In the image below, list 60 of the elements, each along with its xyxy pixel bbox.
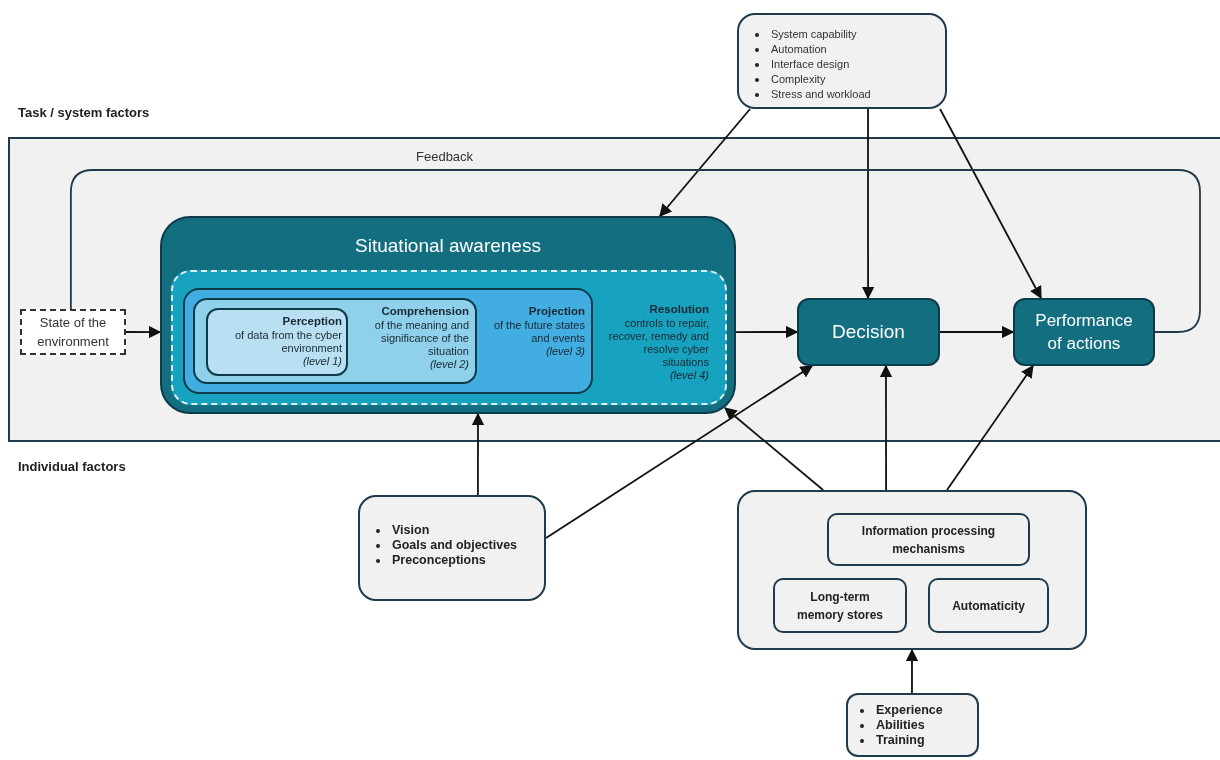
bullet-item: Vision xyxy=(392,523,430,538)
bullet-item: Automation xyxy=(771,42,827,57)
level-tag: (level 1) xyxy=(302,355,342,368)
level-tag: (level 2) xyxy=(429,358,469,371)
level-heading: Comprehension xyxy=(381,304,469,319)
bullet-item: Interface design xyxy=(771,57,850,72)
node-title: Situational awareness xyxy=(355,234,541,258)
process-box xyxy=(358,495,546,601)
level-heading: Resolution xyxy=(649,302,709,317)
node-label: Automaticity xyxy=(952,597,1025,615)
arrow xyxy=(735,325,799,339)
connector-line xyxy=(69,169,1201,333)
level-description: controls to repair, recover, remedy and resolve cyber situations xyxy=(607,317,709,369)
bullet-item: Goals and objectives xyxy=(392,538,518,553)
arrow xyxy=(125,325,162,339)
level-description: of data from the cyber environment xyxy=(234,329,342,355)
arrow xyxy=(905,648,919,694)
arrow xyxy=(939,325,1015,339)
arrow xyxy=(659,108,751,217)
node-label: Information processing mechanisms xyxy=(860,522,997,558)
process-box xyxy=(160,216,736,414)
node-label: Long-term memory stores xyxy=(795,588,884,624)
bullet-item: Training xyxy=(876,733,925,748)
process-box xyxy=(928,578,1049,633)
section-label: Individual factors xyxy=(18,458,126,476)
level-tag: (level 3) xyxy=(545,345,585,358)
bullet-item: Abilities xyxy=(876,718,925,733)
arrow xyxy=(471,412,485,496)
process-box xyxy=(183,288,593,394)
level-heading: Perception xyxy=(282,314,342,329)
arrow xyxy=(724,407,824,491)
process-box xyxy=(737,13,947,109)
arrow xyxy=(545,365,814,539)
bullet-item: Preconceptions xyxy=(392,553,486,568)
node-label: State of the environment xyxy=(36,313,110,351)
box xyxy=(737,490,1087,650)
bullet-item: System capability xyxy=(771,27,857,42)
process-box xyxy=(206,308,348,376)
node-label: Performance of actions xyxy=(1034,310,1134,355)
bullet-item: Complexity xyxy=(771,72,826,87)
arrow xyxy=(861,108,875,300)
process-box xyxy=(773,578,907,633)
arrow xyxy=(946,364,1034,491)
process-box xyxy=(797,298,940,366)
arrow xyxy=(939,108,1042,300)
process-box xyxy=(193,298,477,384)
section-label: Task / system factors xyxy=(18,104,150,122)
node-label: Decision xyxy=(832,319,905,344)
process-box xyxy=(827,513,1030,566)
level-description: of the meaning and significance of the situation xyxy=(373,319,469,358)
arrow xyxy=(879,364,893,491)
process-box xyxy=(846,693,979,757)
process-box xyxy=(171,270,727,405)
level-description: of the future states and events xyxy=(492,319,585,345)
level-heading: Projection xyxy=(528,304,585,319)
level-tag: (level 4) xyxy=(669,369,709,382)
process-box xyxy=(20,309,126,355)
bullet-item: Experience xyxy=(876,703,943,718)
process-box xyxy=(1013,298,1155,366)
bullet-item: Stress and workload xyxy=(771,87,871,102)
